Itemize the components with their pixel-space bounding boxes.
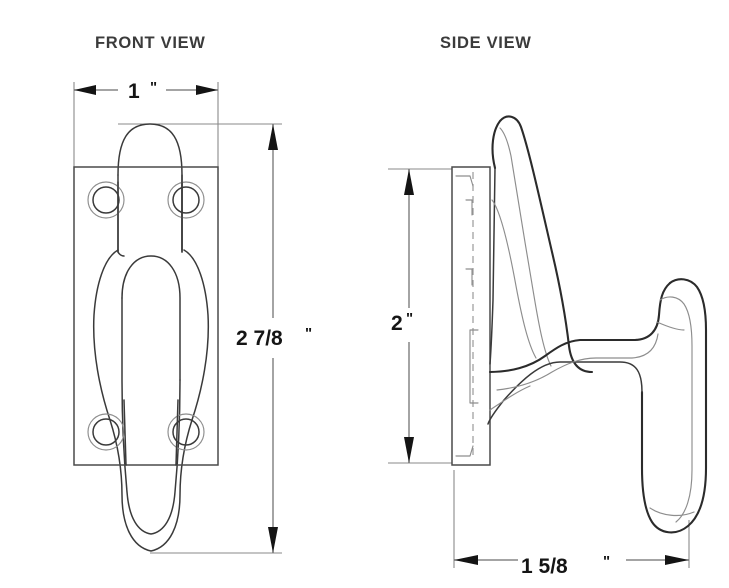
handle-body-left-over-plate [123, 399, 127, 466]
handle-body-right-over-plate [175, 399, 179, 466]
projection-depth-dim-text: 1 5/8 [521, 555, 568, 578]
handle-inner-body-outline [121, 297, 181, 535]
overall-height-arrow-bottom [268, 527, 278, 553]
overall-height-arrow-top [268, 124, 278, 150]
handle-knob-inner-contour [659, 296, 693, 523]
plate-height-arrow-top [404, 169, 414, 195]
latch-hook-tab-back-edge [489, 167, 496, 365]
plate-width-text-mask [118, 78, 166, 102]
plate-width-dim-text: 1 [128, 80, 140, 103]
plate-height-arrow-bottom [404, 437, 414, 463]
plate-height-dim-unit: " [406, 310, 413, 327]
projection-depth-arrow-left [454, 555, 478, 565]
screw-hole-top-right [167, 181, 205, 219]
plate-width-dim-unit: " [150, 79, 157, 96]
handle-knob-seam [656, 321, 685, 331]
handle-top-cap-outline [117, 123, 183, 251]
handle-inner-cap-outline [121, 255, 181, 381]
handle-arm-bottom-outline [487, 361, 643, 425]
plate-counterbore-hidden-detail [455, 175, 474, 457]
handle-knob-outline [640, 278, 708, 534]
handle-arm-root-light-contour [489, 385, 531, 411]
plate-height-dim-text: 2 [391, 312, 403, 335]
overall-height-dim-text: 2 7/8 [236, 327, 283, 350]
screw-hole-top-left [87, 181, 125, 219]
side-view-title: SIDE VIEW [440, 34, 532, 52]
handle-arm-inner-contour [496, 333, 659, 391]
overall-height-text-mask [232, 318, 322, 358]
latch-root-light-contour [491, 199, 537, 359]
projection-depth-text-mask [518, 544, 626, 576]
side-mounting-plate [451, 166, 491, 466]
handle-arm-top-outline [488, 281, 672, 374]
plate-width-arrow-right [196, 85, 218, 95]
latch-hook-tab-outline [491, 115, 594, 374]
latch-hook-tab-inner-highlight [499, 127, 552, 367]
overall-height-dim-unit: " [305, 325, 312, 342]
handle-bulb-outline [92, 249, 210, 552]
projection-depth-dim-unit: " [603, 553, 610, 570]
handle-knob-bottom-seam [649, 507, 695, 517]
front-mounting-plate [73, 166, 219, 466]
front-view-group: 1 " 2 7/8 " [73, 78, 322, 554]
plate-hidden-step-detail [465, 199, 473, 286]
plate-width-arrow-left [74, 85, 96, 95]
plate-hidden-slot-detail [469, 329, 479, 404]
plate-height-text-mask [388, 308, 432, 342]
projection-depth-arrow-right [665, 555, 689, 565]
screw-hole-bottom-right [167, 413, 205, 451]
side-view-group: 2 " 1 5/8 " [388, 115, 708, 578]
front-view-title: FRONT VIEW [95, 34, 206, 52]
screw-hole-bottom-left [87, 413, 125, 451]
